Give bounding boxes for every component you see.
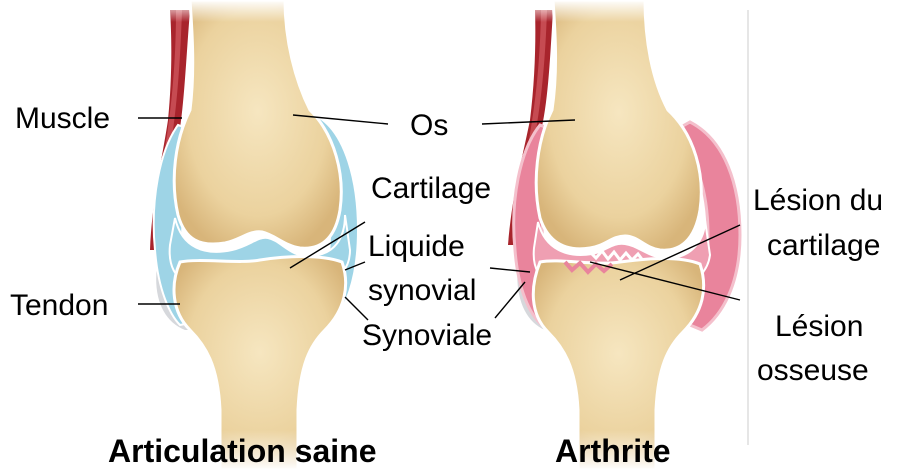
arthritis-joint: [508, 0, 740, 470]
label-cartilage: Cartilage: [371, 172, 491, 205]
label-synovial: synovial: [368, 274, 476, 307]
caption-arthritis: Arthrite: [555, 433, 671, 469]
caption-healthy: Articulation saine: [108, 433, 377, 469]
label-lesion-osseuse-line2: osseuse: [757, 354, 869, 387]
label-lesion-cartilage-line2: cartilage: [767, 229, 880, 262]
label-muscle: Muscle: [15, 102, 110, 135]
healthy-femur: [174, 0, 341, 248]
healthy-joint: [150, 0, 358, 470]
label-lesion-osseuse-line1: Lésion: [775, 310, 863, 343]
arthritis-femur: [536, 0, 701, 250]
label-os: Os: [410, 109, 448, 142]
label-synoviale: Synoviale: [362, 319, 492, 352]
label-lesion-cartilage-line1: Lésion du: [753, 184, 883, 217]
label-liquide: Liquide: [368, 230, 465, 263]
label-tendon: Tendon: [10, 289, 108, 322]
